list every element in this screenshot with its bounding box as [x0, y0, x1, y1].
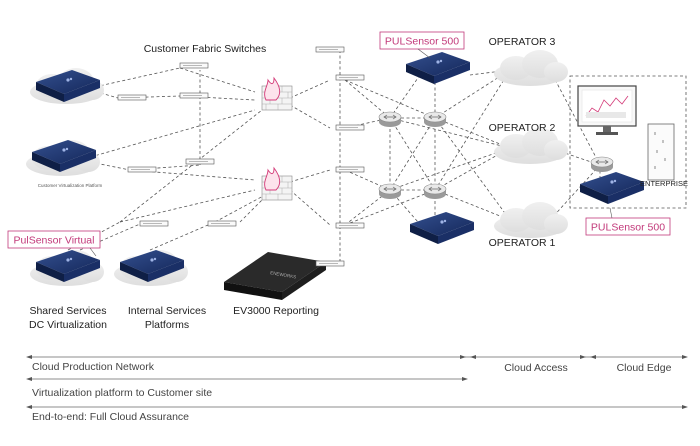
- span-rulers: [28, 356, 686, 408]
- label-customer-fabric-switches: Customer Fabric Switches: [144, 43, 267, 55]
- label-pulsensor-500-top: PULSensor 500: [385, 36, 459, 48]
- firewall-top: [261, 76, 293, 111]
- switch-2: [117, 94, 147, 101]
- router-top-left: [378, 111, 402, 128]
- switch-3: [179, 92, 209, 99]
- svg-text:ENEWORKS: ENEWORKS: [270, 270, 297, 279]
- switch-7: [207, 220, 237, 227]
- span-cloud-production-network: Cloud Production Network: [32, 361, 155, 373]
- router-bottom-left: [378, 183, 402, 200]
- label-pulsensor-virtual: PulSensor Virtual: [14, 235, 95, 247]
- span-cloud-edge: Cloud Edge: [617, 362, 672, 374]
- label-operator-3: OPERATOR 3: [489, 36, 556, 48]
- span-ruler-arrows: [26, 355, 688, 409]
- ev3000-appliance: ENEWORKS: [224, 252, 326, 300]
- span-cloud-access: Cloud Access: [504, 362, 568, 374]
- pulsensor-500-top-device: [406, 52, 470, 84]
- firewall-bottom: [261, 166, 293, 201]
- switch-11: [335, 166, 365, 173]
- label-internal-services-line2: Platforms: [145, 319, 189, 331]
- router-enterprise: [590, 156, 614, 173]
- span-virtualization-to-customer: Virtualization platform to Customer site: [32, 387, 212, 399]
- switch-8: [315, 46, 345, 53]
- label-internal-services-line1: Internal Services: [128, 305, 206, 317]
- router-bottom-right: [423, 183, 447, 200]
- label-pulsensor-500-enterprise: PULSensor 500: [591, 222, 665, 234]
- switch-10: [335, 124, 365, 131]
- callout-pulsensor-virtual: PulSensor Virtual: [7, 230, 101, 257]
- cloud-operator-3: [494, 50, 568, 86]
- label-operator-1: OPERATOR 1: [489, 237, 556, 249]
- switch-12: [335, 222, 365, 229]
- enterprise-monitor: [577, 85, 637, 135]
- span-end-to-end: End-to-end: Full Cloud Assurance: [32, 411, 189, 423]
- label-enterprise: ENTERPRISE: [640, 179, 688, 188]
- enterprise-boundary: [569, 75, 687, 209]
- pulsensor-500-bottom-device: [410, 212, 474, 244]
- callout-pulsensor-500-enterprise: PULSensor 500: [585, 207, 671, 236]
- switch-13: [315, 260, 345, 267]
- label-ev3000-reporting: EV3000 Reporting: [233, 305, 319, 317]
- switch-4: [127, 166, 157, 173]
- switch-5: [185, 158, 215, 165]
- enterprise-building: [647, 123, 675, 181]
- router-top-right: [423, 111, 447, 128]
- cloud-operator-1: [494, 202, 568, 238]
- switch-1: [179, 62, 209, 69]
- label-shared-services-line1: Shared Services: [29, 305, 106, 317]
- pulsensor-500-enterprise-device: [580, 172, 644, 204]
- switch-6: [139, 220, 169, 227]
- label-customer-virtualization-platform: Customer Virtualization Platform: [38, 183, 103, 188]
- callout-pulsensor-500-top: PULSensor 500: [379, 31, 465, 59]
- label-operator-2: OPERATOR 2: [489, 122, 556, 134]
- label-shared-services-line2: DC Virtualization: [29, 319, 107, 331]
- switch-9: [335, 74, 365, 81]
